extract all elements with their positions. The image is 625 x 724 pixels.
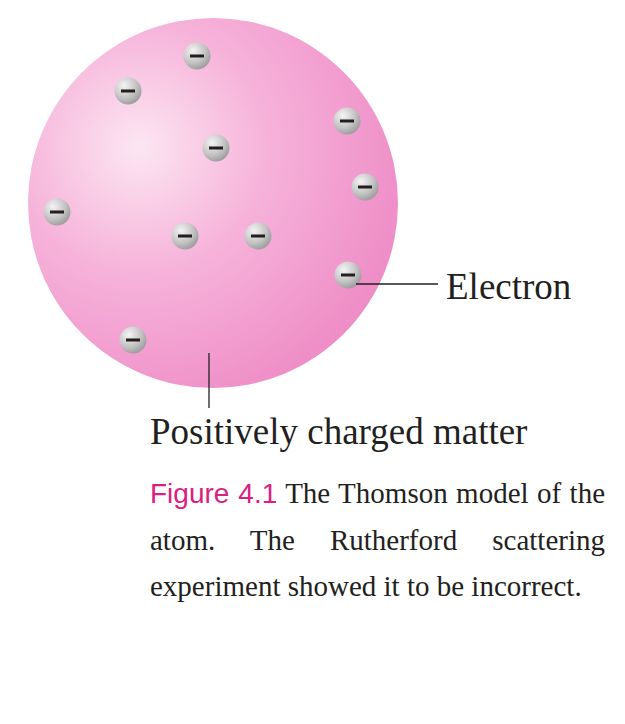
figure-caption: Figure 4.1 The Thomson model of the atom… bbox=[150, 470, 605, 609]
electrons bbox=[44, 43, 379, 354]
positive-sphere bbox=[28, 18, 398, 388]
figure-number: Figure 4.1 bbox=[150, 478, 277, 509]
leader-line bbox=[356, 283, 438, 284]
leader-line bbox=[208, 353, 209, 408]
electron-label: Electron bbox=[446, 268, 571, 305]
sphere-label: Positively charged matter bbox=[150, 413, 527, 450]
